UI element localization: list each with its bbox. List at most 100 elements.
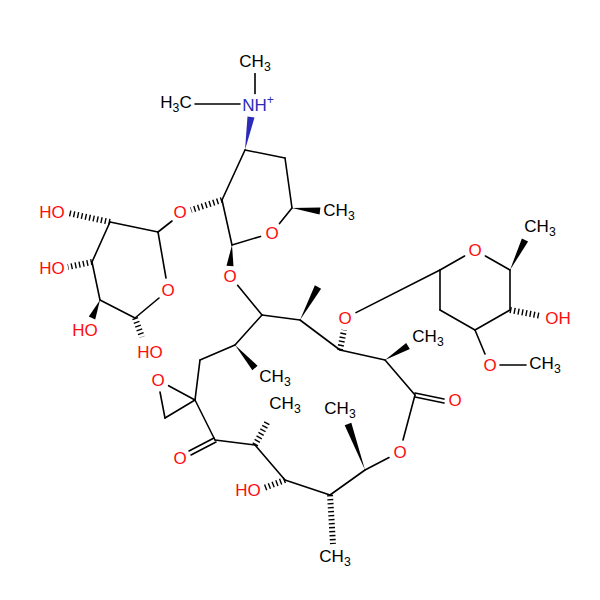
label-glyph: C (323, 201, 335, 220)
label-glyph: H (137, 343, 149, 362)
label-glyph: 3 (294, 402, 301, 416)
hashed-bond (340, 330, 344, 350)
hashed-bond (191, 200, 222, 210)
label-glyph: H (337, 399, 349, 418)
label-glyph: O (483, 356, 496, 375)
label-glyph: C (239, 52, 251, 71)
atom-label: O (338, 310, 351, 327)
double-bond (415, 397, 444, 403)
label-glyph: O (468, 241, 481, 260)
bond (92, 262, 100, 300)
bond (215, 440, 255, 445)
label-glyph: O (150, 343, 163, 362)
wedge-bond (89, 300, 100, 319)
bond (254, 73, 256, 95)
atom-label: CH3 (239, 53, 270, 73)
bond (440, 256, 465, 270)
label-glyph: O (545, 309, 558, 328)
atom-label: O (173, 450, 186, 467)
label-glyph: 3 (344, 555, 351, 569)
label-glyph: C (529, 354, 541, 373)
atom-label: O (448, 392, 461, 409)
atom-label: O (173, 204, 186, 221)
bond (195, 360, 200, 400)
desosamine-ring (191, 73, 320, 266)
label-glyph: H (332, 547, 344, 566)
atom-label: HO (72, 322, 98, 339)
wedge-bond (245, 116, 255, 150)
label-glyph: H (272, 367, 284, 386)
bond (509, 270, 511, 310)
label-glyph: H (254, 96, 266, 115)
hashed-bond (330, 495, 333, 544)
label-glyph: C (179, 93, 191, 112)
label-glyph: 3 (437, 335, 444, 349)
atom-label: OH (545, 310, 571, 327)
bond (485, 256, 510, 270)
wedge-bond (227, 245, 234, 266)
label-glyph: 3 (173, 101, 180, 115)
hashed-bond (510, 310, 541, 316)
label-glyph: H (558, 309, 570, 328)
bond (245, 150, 285, 158)
label-glyph: H (160, 93, 172, 112)
bond (365, 458, 389, 471)
atom-label: O (483, 357, 496, 374)
label-glyph: O (161, 281, 174, 300)
label-glyph: O (338, 309, 351, 328)
epoxide-bond (160, 392, 165, 418)
hashed-bond (264, 480, 285, 488)
label-glyph: H (39, 203, 51, 222)
hashed-bond (255, 421, 268, 445)
bond (475, 310, 510, 330)
label-glyph: O (173, 449, 186, 468)
atom-label: CH3 (524, 218, 555, 238)
atom-label: CH3 (269, 395, 300, 415)
atom-label: CH3 (323, 202, 354, 222)
label-glyph: 3 (264, 60, 271, 74)
bond (285, 480, 330, 495)
bond (280, 208, 293, 224)
label-glyph: 3 (284, 375, 291, 389)
bond (340, 350, 385, 360)
label-glyph: C (319, 547, 331, 566)
label-glyph: H (235, 481, 247, 500)
hashed-bond (135, 318, 142, 337)
bond (100, 300, 135, 318)
label-glyph: + (267, 93, 274, 107)
label-glyph: N (242, 96, 254, 115)
atom-label: O (393, 444, 406, 461)
bond (403, 395, 415, 440)
label-glyph: C (412, 327, 424, 346)
bond (300, 320, 340, 350)
atom-label: HO (39, 260, 65, 277)
bond (440, 310, 475, 330)
label-glyph: H (425, 327, 437, 346)
wedge-bond (300, 285, 321, 320)
cladinose-ring (356, 238, 541, 365)
bond (262, 315, 300, 320)
label-glyph: O (52, 259, 65, 278)
wedge-bond (235, 345, 258, 370)
label-glyph: H (252, 52, 264, 71)
label-glyph: 3 (554, 362, 561, 376)
label-glyph: O (248, 481, 261, 500)
macrolactone-ring (160, 285, 444, 544)
wedge-bond (345, 423, 365, 470)
label-glyph: H (537, 217, 549, 236)
label-glyph: O (52, 203, 65, 222)
hashed-bond (68, 262, 92, 267)
bond (235, 315, 262, 345)
bond (222, 150, 245, 200)
bond (500, 364, 526, 366)
bond (158, 221, 172, 232)
label-glyph: O (85, 321, 98, 340)
bond (135, 298, 159, 318)
label-glyph: C (259, 367, 271, 386)
label-glyph: O (448, 391, 461, 410)
bond (475, 330, 485, 354)
label-glyph: H (336, 201, 348, 220)
atom-label: HO (39, 204, 65, 221)
label-glyph: O (151, 371, 164, 390)
